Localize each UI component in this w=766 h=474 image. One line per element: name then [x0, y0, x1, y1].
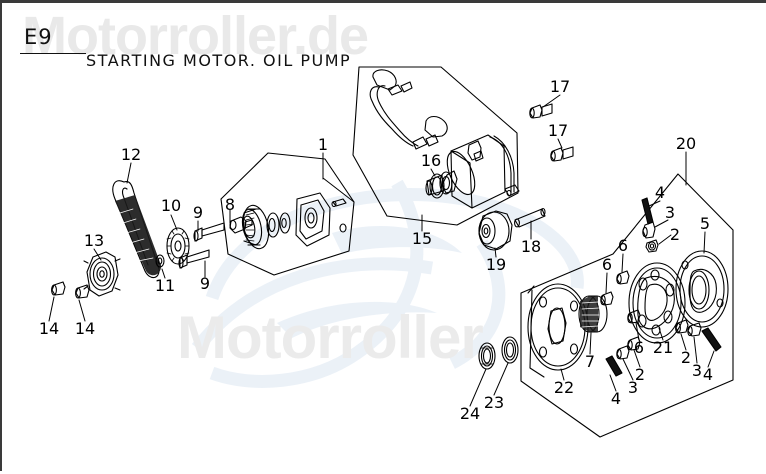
- oil-seal-23: [501, 336, 519, 364]
- callout-washer: 11: [154, 276, 176, 295]
- collar-3-right: [687, 322, 702, 337]
- callout-clutch-assembly: 20: [675, 134, 697, 153]
- callout-pin-upper: 4: [654, 183, 666, 202]
- clutch-shoe-21: [628, 262, 686, 344]
- callout-clutch-shoe: 21: [652, 338, 674, 357]
- callout-nut-upper: 2: [669, 225, 681, 244]
- callout-starting-motor-assembly: 15: [411, 229, 433, 248]
- pin-4-upper: [641, 197, 654, 225]
- collar-3-lower: [616, 345, 630, 360]
- oil-pump-parts: [229, 192, 347, 250]
- screw-6-b: [600, 291, 614, 306]
- oil-pump-chain-group: [112, 180, 160, 279]
- callout-oil-pump-assembly: 1: [317, 135, 329, 154]
- callout-collar-upper: 3: [664, 203, 676, 222]
- collar-3-upper: [642, 221, 656, 239]
- motor-o-ring-16: [429, 173, 445, 199]
- leader-lines: [48, 94, 715, 407]
- nut-2-upper: [645, 239, 659, 253]
- gear-teeth-shading: [580, 296, 598, 332]
- callout-cover-bolt-a: 14: [38, 319, 60, 338]
- page-code-underline: [20, 53, 86, 54]
- group-outline-clutch: [520, 173, 734, 438]
- chain-links: [115, 195, 162, 276]
- callout-collar-right: 3: [691, 361, 703, 380]
- washer-11: [155, 254, 165, 268]
- callout-screw-a: 6: [617, 236, 629, 255]
- gear-teeth-lines: [581, 301, 600, 328]
- callout-nut-lower: 2: [634, 365, 646, 384]
- callout-screw-b: 6: [601, 255, 613, 274]
- callout-bolt-upper: 9: [192, 203, 204, 222]
- bearing-24: [478, 342, 496, 370]
- callout-screw-c: 6: [633, 338, 645, 357]
- callout-motor-o-ring: 16: [420, 151, 442, 170]
- chain-link-highlights: [119, 208, 154, 262]
- callout-oil-pump-chain: 12: [120, 145, 142, 164]
- callout-idle-gear-shaft: 18: [520, 237, 542, 256]
- idle-gear-shaft-18: [514, 207, 546, 228]
- bolt-14-b: [75, 284, 90, 299]
- callout-drive-plate: 22: [553, 378, 575, 397]
- page-title: STARTING MOTOR. OIL PUMP: [86, 51, 352, 70]
- callout-pin-lower: 4: [610, 389, 622, 408]
- nut-2-right: [675, 319, 689, 334]
- screw-6-c: [627, 309, 641, 324]
- pump-cover-13: [83, 251, 121, 297]
- callout-motor-bolt-b: 17: [547, 121, 569, 140]
- callout-oil-seal: 23: [483, 393, 505, 412]
- callout-cover-bolt-b: 14: [74, 319, 96, 338]
- screw-6-a: [616, 270, 630, 285]
- clutch-housing-5: [675, 250, 729, 328]
- callout-pin-right: 4: [702, 365, 714, 384]
- idle-gear-19: [478, 210, 513, 251]
- callout-motor-bolt-a: 17: [549, 77, 571, 96]
- motor-cable: [369, 69, 448, 150]
- bolt-14-a: [51, 281, 66, 296]
- callout-pump-cover: 13: [83, 231, 105, 250]
- motor-bolt-17-b: [550, 146, 574, 162]
- callout-idle-gear: 19: [485, 255, 507, 274]
- group-outline-oil-pump: [220, 152, 355, 276]
- callout-nut-right: 2: [680, 348, 692, 367]
- callout-clutch-housing: 5: [699, 214, 711, 233]
- callout-oil-pump-bolt: 8: [224, 195, 236, 214]
- callout-pump-sprocket: 10: [160, 196, 182, 215]
- page-code: E9: [24, 25, 53, 49]
- pin-4-right: [701, 327, 722, 352]
- pump-sprocket-10: [166, 227, 190, 265]
- group-outline-starting-motor: [352, 66, 519, 226]
- exploded-parts-drawing: [48, 66, 734, 438]
- callout-collar-lower: 3: [627, 378, 639, 397]
- callout-bearing: 24: [459, 404, 481, 423]
- bolt-9-lower: [178, 249, 210, 269]
- callout-starter-clutch-gear: 7: [584, 352, 596, 371]
- drive-plate-22: [527, 283, 589, 371]
- bolt-9-upper: [193, 222, 225, 242]
- pin-4-lower: [605, 355, 623, 377]
- motor-bolt-17-a: [529, 103, 553, 119]
- callout-bolt-lower: 9: [199, 274, 211, 293]
